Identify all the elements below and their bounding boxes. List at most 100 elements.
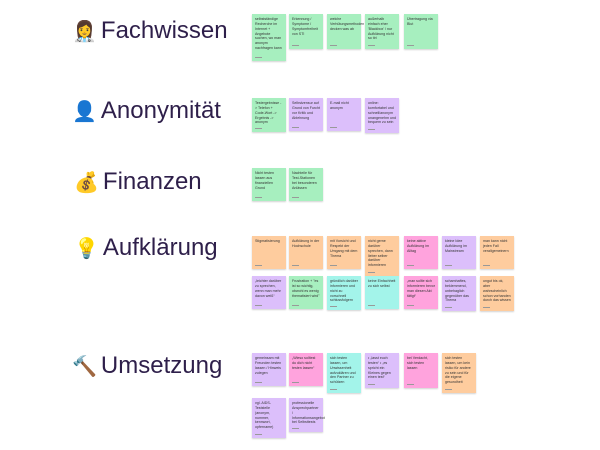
sticky-note-author (255, 197, 262, 198)
sticky-note-text: Frustration + "es ist so wichtig, obwohl… (292, 279, 320, 298)
light-bulb-icon: 💡 (74, 236, 99, 260)
sticky-note-text: Nicht testen lassen aus finanziellen Gru… (255, 171, 274, 190)
sticky-note[interactable]: gemeinsam mit Freunden testen lassen / H… (252, 353, 286, 386)
sticky-note-text: gemeinsam mit Freunden testen lassen / H… (255, 356, 282, 375)
sticky-note-author (292, 197, 299, 198)
sticky-note-author (445, 307, 452, 308)
sticky-note-author (407, 305, 414, 306)
sticky-note[interactable]: ungut bis ok, aber wahrscheinlich schon … (480, 276, 514, 311)
section-title: Anonymität (100, 97, 221, 124)
sticky-note[interactable]: „man sollte sich informieren bevor man d… (404, 276, 438, 309)
sticky-note[interactable]: professionelle Ansprechpartner / Informa… (289, 398, 325, 433)
section-title: Aufklärung (102, 234, 218, 261)
sticky-note-text: Nachteile für Test-Stationen bei besonde… (292, 171, 317, 190)
sticky-note-text: welche Verhütungsmethoden decken was ab (330, 17, 365, 31)
sticky-note[interactable]: sich testen lassen, um Unwissenheit aufz… (327, 353, 361, 393)
sticky-note[interactable]: selbstständige Recherche im Internet + A… (252, 14, 286, 61)
sticky-note[interactable]: kleine Idee Aufklärung im Mainstream (442, 236, 476, 269)
sticky-note[interactable]: E-mail nicht anonym (327, 98, 361, 131)
section-heading-finanzen: 💰Finanzen (74, 168, 202, 196)
sticky-note-author (483, 265, 490, 266)
sticky-note-text: man kann nicht jeden Fall verallgemeiner… (483, 239, 509, 253)
sticky-note[interactable]: nicht gerne darüber sprechen, dann liebe… (365, 236, 399, 276)
sticky-note-text: selbstständige Recherche im Internet + A… (255, 17, 282, 51)
sticky-note-author (368, 272, 375, 273)
section-heading-aufklärung: 💡Aufklärung (74, 234, 218, 262)
sticky-note[interactable]: Stigmatisierung (252, 236, 286, 269)
sticky-note[interactable]: Aufklärung in der Hochschule (289, 236, 323, 269)
sticky-note[interactable]: online: komfortabel und schnell/anonym u… (365, 98, 399, 133)
sticky-note-text: sich testen lassen, um Unwissenheit aufz… (330, 356, 356, 385)
sticky-note[interactable]: • „lasst euch testen“ • „es spricht ein … (365, 353, 399, 388)
sticky-note-author (255, 305, 262, 306)
sticky-note-text: E-mail nicht anonym (330, 101, 349, 110)
section-heading-fachwissen: 👩‍⚕️Fachwissen (72, 17, 228, 45)
sticky-note-text: kleine Idee Aufklärung im Mainstream (445, 239, 467, 253)
sticky-note-text: Selbstzensur auf Grund von Furcht vor Kr… (292, 101, 320, 120)
sticky-note[interactable]: Selbstzensur auf Grund von Furcht vor Kr… (289, 98, 323, 131)
sticky-note-author (255, 382, 262, 383)
sticky-note-author (330, 127, 337, 128)
sticky-note-author (368, 129, 375, 130)
sticky-note[interactable]: bei Verdacht, sich testen lassen (404, 353, 438, 388)
sticky-note-text: Übertragung via Blut (407, 17, 433, 26)
section-title: Fachwissen (100, 17, 228, 44)
sticky-note-author (330, 265, 337, 266)
health-worker-icon: 👩‍⚕️ (72, 19, 97, 43)
sticky-note-author (368, 384, 375, 385)
sticky-note-text: nicht gerne darüber sprechen, dann liebe… (368, 239, 393, 268)
sticky-note-text: Aufklärung in der Hochschule (292, 239, 320, 248)
sticky-note-text: ungut bis ok, aber wahrscheinlich schon … (483, 279, 511, 303)
sticky-note[interactable]: gründlich darüber informieren und nicht … (327, 276, 361, 311)
sticky-note-text: gründlich darüber informieren und nicht … (330, 279, 358, 303)
sticky-note[interactable]: Nicht testen lassen aus finanziellen Gru… (252, 168, 286, 201)
sticky-note[interactable]: man kann nicht jeden Fall verallgemeiner… (480, 236, 514, 269)
section-heading-anonymität: 👤Anonymität (72, 97, 221, 125)
hammer-icon: 🔨 (72, 354, 97, 378)
sticky-note-author (445, 265, 452, 266)
sticky-note-text: schamhaftes, beklemmend, unbehaglich geg… (445, 279, 469, 303)
sticky-note-author (255, 57, 262, 58)
sticky-note-author (292, 428, 299, 430)
sticky-note[interactable]: „leichter darüber zu sprechen, wenn man … (252, 276, 286, 309)
sticky-note-author (255, 265, 262, 266)
sticky-note[interactable]: außerhalb einfach eher 'Blackbox' / nur … (365, 14, 399, 49)
sticky-note-text: „man sollte sich informieren bevor man d… (407, 279, 435, 298)
sticky-note-author (407, 45, 414, 46)
sticky-note-text: vgl. AIDS-Teststelle (anonym, nummer, ke… (255, 401, 274, 430)
sticky-note[interactable]: Testergebnisse -> Telefon + Code-Wort ->… (252, 98, 286, 133)
money-bag-icon: 💰 (74, 170, 99, 194)
sticky-note-author (407, 384, 414, 385)
sticky-note[interactable]: schamhaftes, beklemmend, unbehaglich geg… (442, 276, 476, 311)
sticky-note-text: mit Vorsicht und Respekt der Umgang mit … (330, 239, 358, 258)
section-title: Finanzen (102, 168, 202, 195)
sticky-note[interactable]: Nachteile für Test-Stationen bei besonde… (289, 168, 323, 201)
sticky-note-text: Stigmatisierung (255, 239, 280, 243)
sticky-note[interactable]: keine aktive Aufklärung im Alltag (404, 236, 438, 269)
sticky-note-text: „leichter darüber zu sprechen, wenn man … (255, 279, 282, 298)
section-title: Umsetzung (100, 352, 223, 379)
sticky-note-author (368, 45, 375, 46)
sticky-note[interactable]: sich testen lassen, um kein risiko für a… (442, 353, 476, 393)
sticky-note[interactable]: Übertragung via Blut (404, 14, 438, 49)
sticky-note[interactable]: „Wieso solltest du dich nicht testen las… (289, 353, 323, 386)
sticky-note-text: • „lasst euch testen“ • „es spricht ein … (368, 356, 391, 380)
sticky-note-text: sich testen lassen, um kein risiko für a… (445, 356, 471, 385)
sticky-note-author (330, 306, 337, 308)
sticky-note[interactable]: welche Verhütungsmethoden decken was ab (327, 14, 365, 49)
sticky-note-text: keine Einfachheit zu sich selbst (368, 279, 396, 288)
sticky-note-author (483, 307, 490, 308)
sticky-note[interactable]: Erkennung / Symptome / Symptomfreiheit v… (289, 14, 323, 49)
sticky-note-author (292, 127, 299, 128)
sticky-note[interactable]: Frustration + "es ist so wichtig, obwohl… (289, 276, 323, 309)
sticky-note-author (407, 265, 414, 266)
section-heading-umsetzung: 🔨Umsetzung (72, 352, 222, 380)
sticky-note[interactable]: keine Einfachheit zu sich selbst (365, 276, 399, 309)
sticky-note-text: Testergebnisse -> Telefon + Code-Wort ->… (255, 101, 282, 125)
sticky-note-author (292, 265, 299, 266)
sticky-note-text: „Wieso solltest du dich nicht testen las… (292, 356, 316, 370)
sticky-note[interactable]: mit Vorsicht und Respekt der Umgang mit … (327, 236, 361, 269)
sticky-note-text: professionelle Ansprechpartner / Informa… (292, 401, 325, 425)
sticky-note-author (255, 128, 262, 130)
sticky-note[interactable]: vgl. AIDS-Teststelle (anonym, nummer, ke… (252, 398, 286, 438)
